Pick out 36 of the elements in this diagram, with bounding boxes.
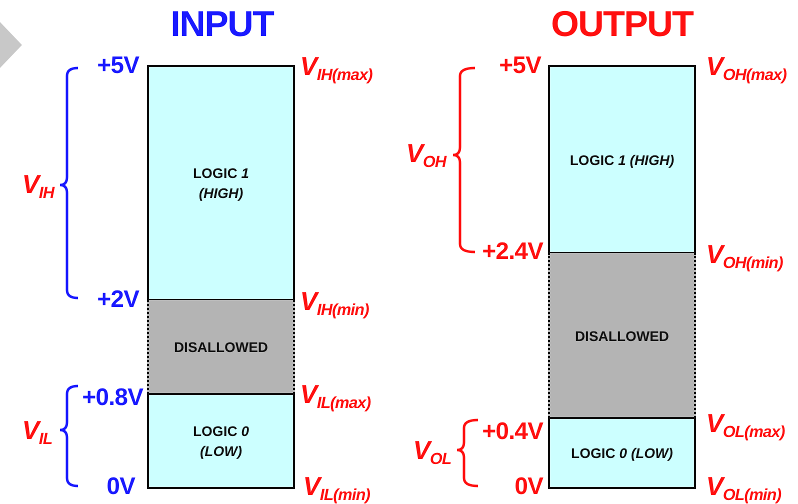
disallowed-band (548, 253, 696, 418)
logic-level-box (147, 393, 295, 489)
voltage-symbol: V$_{IL(min)}$ (303, 473, 370, 503)
level-label: DISALLOWED (174, 338, 268, 357)
voltage-value: +2V (97, 288, 139, 312)
disallowed-band (147, 300, 295, 394)
logic-level-box (548, 417, 696, 489)
voltage-symbol: V$_{IL(max)}$ (300, 381, 371, 411)
voltage-symbol: V$_{OL(max)}$ (706, 410, 785, 440)
voltage-value: +5V (499, 54, 541, 78)
voltage-symbol: V$_{IH}$ (22, 171, 54, 201)
level-label: LOGIC 0 (LOW) (571, 444, 673, 463)
voltage-symbol: V$_{OH(max)}$ (706, 53, 786, 83)
section-heading: INPUT (170, 6, 274, 42)
level-label: (HIGH) (198, 184, 244, 203)
voltage-value: +5V (97, 54, 139, 78)
logic-level-box (147, 65, 295, 301)
level-label: LOGIC 1 (192, 164, 250, 183)
voltage-value: 0V (514, 475, 543, 499)
voltage-value: +0.4V (482, 420, 543, 444)
voltage-value: +0.8V (82, 386, 143, 410)
voltage-symbol: V$_{OH}$ (406, 140, 446, 170)
voltage-symbol: V$_{OL(min)}$ (706, 473, 782, 503)
level-label: LOGIC 1 (HIGH) (570, 150, 674, 170)
voltage-value: 0V (106, 475, 135, 499)
logic-level-box (548, 65, 696, 254)
voltage-symbol: V$_{IH(max)}$ (300, 53, 372, 83)
voltage-value: +2.4V (482, 240, 543, 264)
section-heading: OUTPUT (551, 6, 693, 42)
level-label: (LOW) (200, 442, 242, 461)
level-label: DISALLOWED (574, 326, 670, 346)
voltage-symbol: V$_{IH(min)}$ (300, 288, 369, 318)
voltage-symbol: V$_{IL}$ (22, 417, 52, 447)
voltage-symbol: V$_{OL}$ (413, 437, 452, 467)
voltage-symbol: V$_{OH(min)}$ (706, 241, 783, 271)
level-label: LOGIC 0 (192, 422, 250, 441)
